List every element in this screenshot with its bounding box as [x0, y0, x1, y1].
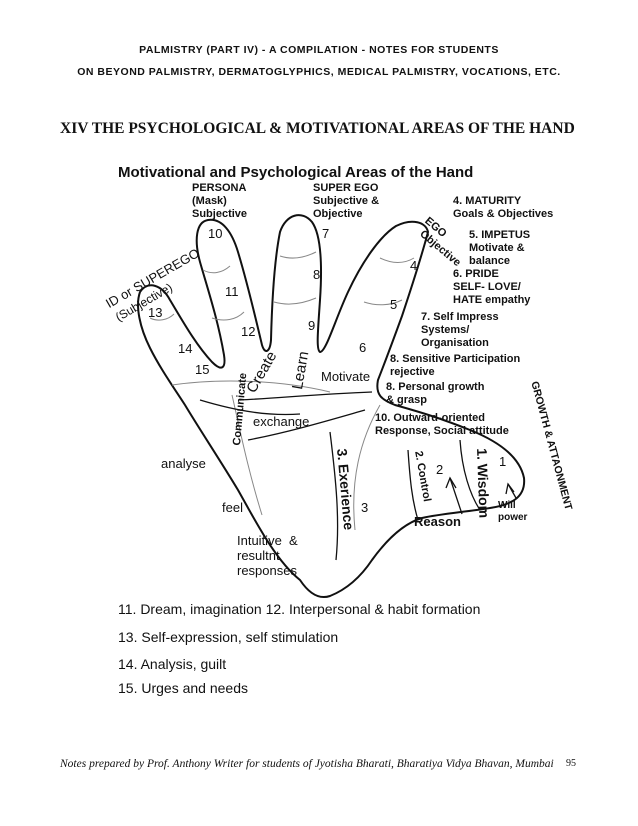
legend-item-11-12: 11. Dream, imagination 12. Interpersonal… [118, 601, 481, 617]
diagram-title: Motivational and Psychological Areas of … [118, 164, 474, 181]
area-number-3: 3 [361, 500, 369, 515]
label-persona: PERSONA (Mask) Subjective [192, 182, 248, 220]
label-analyse: analyse [161, 456, 206, 471]
finger-crease [202, 265, 231, 274]
palm-line [353, 404, 381, 531]
finger-crease [149, 313, 175, 321]
area-number-1: 1 [499, 454, 507, 469]
label-intuitive-responses: Intuitive & resultnt responses [237, 533, 298, 578]
arrow-reason [449, 477, 463, 515]
area-number-6: 6 [359, 340, 367, 355]
label-will-power: Will power [498, 500, 528, 523]
finger-crease [211, 311, 245, 321]
label-impetus: 5. IMPETUS Motivate & balance [469, 229, 531, 267]
arrow-head [505, 482, 515, 495]
label-personal-growth: 8. Personal growth & grasp [386, 381, 485, 406]
section-title: XIV THE PSYCHOLOGICAL & MOTIVATIONAL ARE… [60, 120, 575, 137]
legend-item-13: 13. Self-expression, self stimulation [118, 629, 339, 645]
label-maturity: 4. MATURITY Goals & Objectives [453, 195, 554, 220]
label-exchange: exchange [253, 414, 310, 429]
label-pride: 6. PRIDE SELF- LOVE/ HATE empathy [453, 268, 531, 306]
area-number-10: 10 [208, 226, 223, 241]
label-feel: feel [222, 500, 243, 515]
area-number-12: 12 [241, 324, 256, 339]
label-motivate: Motivate [321, 369, 371, 384]
area-number-13: 13 [148, 305, 163, 320]
footer-credit: Notes prepared by Prof. Anthony Writer f… [60, 758, 554, 770]
hand-divider [199, 399, 301, 416]
label-self-impress: 7. Self Impress Systems/ Organisation [421, 311, 499, 349]
legend-item-15: 15. Urges and needs [118, 680, 248, 696]
hand-divider [239, 391, 373, 401]
area-number-11: 11 [225, 284, 239, 299]
finger-crease [273, 297, 317, 305]
hand-outline [137, 214, 526, 598]
area-number-7: 7 [322, 226, 330, 241]
header-line-1: PALMISTRY (PART IV) - A COMPILATION - NO… [139, 44, 499, 56]
legend-item-14: 14. Analysis, guilt [118, 656, 227, 672]
area-number-14: 14 [178, 341, 193, 356]
label-super-ego: SUPER EGO Subjective & Objective [313, 182, 380, 220]
area-number-5: 5 [390, 297, 398, 312]
finger-crease [363, 299, 403, 306]
hand-divider [459, 439, 481, 511]
area-number-9: 9 [308, 318, 316, 333]
label-reason: Reason [414, 514, 461, 529]
area-number-4: 4 [410, 258, 418, 273]
area-number-8: 8 [313, 267, 321, 282]
hand-divider [407, 449, 419, 521]
page-number: 95 [566, 758, 576, 769]
palm-line [171, 380, 331, 393]
area-number-15: 15 [195, 362, 210, 377]
palm-line [231, 394, 263, 516]
finger-crease [279, 251, 317, 259]
label-wisdom: 1. Wisdom [474, 447, 493, 519]
hand-divider [247, 409, 366, 441]
header-line-2: ON BEYOND PALMISTRY, DERMATOGLYPHICS, ME… [77, 66, 561, 78]
label-outward-oriented: 10. Outward-oriented Response, Social at… [375, 412, 509, 437]
hand-divider [329, 431, 339, 561]
area-number-2: 2 [436, 462, 444, 477]
label-sensitive-participation: 8. Sensitive Participation rejective [390, 353, 521, 378]
arrow-head [445, 476, 457, 489]
finger-crease [379, 257, 415, 263]
